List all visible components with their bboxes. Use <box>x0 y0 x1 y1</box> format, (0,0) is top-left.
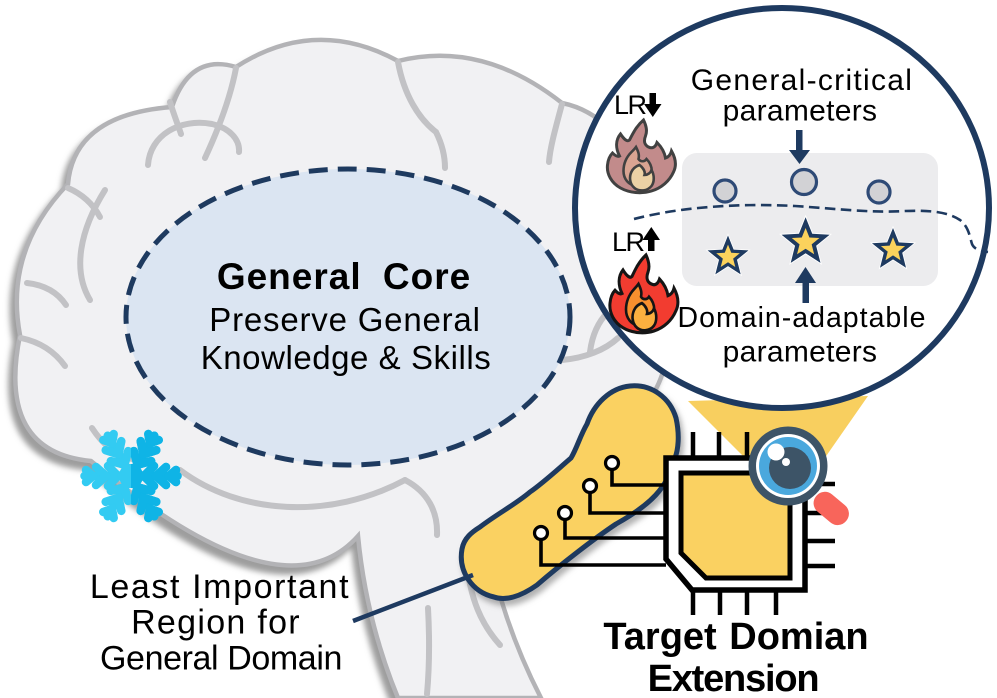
svg-text:LR: LR <box>612 227 645 257</box>
svg-text:parameters: parameters <box>723 95 878 128</box>
svg-text:General-critical: General-critical <box>691 64 914 97</box>
svg-text:Domain-adaptable: Domain-adaptable <box>678 302 927 334</box>
svg-text:Knowledge & Skills: Knowledge & Skills <box>201 339 492 376</box>
svg-text:Region for: Region for <box>131 604 301 642</box>
svg-text:LR: LR <box>614 90 647 120</box>
svg-text:Extension: Extension <box>648 658 819 698</box>
svg-text:Preserve General: Preserve General <box>209 301 480 338</box>
svg-text:parameters: parameters <box>723 336 878 369</box>
svg-text:General Core: General Core <box>217 256 471 297</box>
svg-text:Target Domian: Target Domian <box>603 616 868 658</box>
svg-text:Least Important: Least Important <box>90 568 350 606</box>
svg-text:General Domain: General Domain <box>100 640 342 678</box>
